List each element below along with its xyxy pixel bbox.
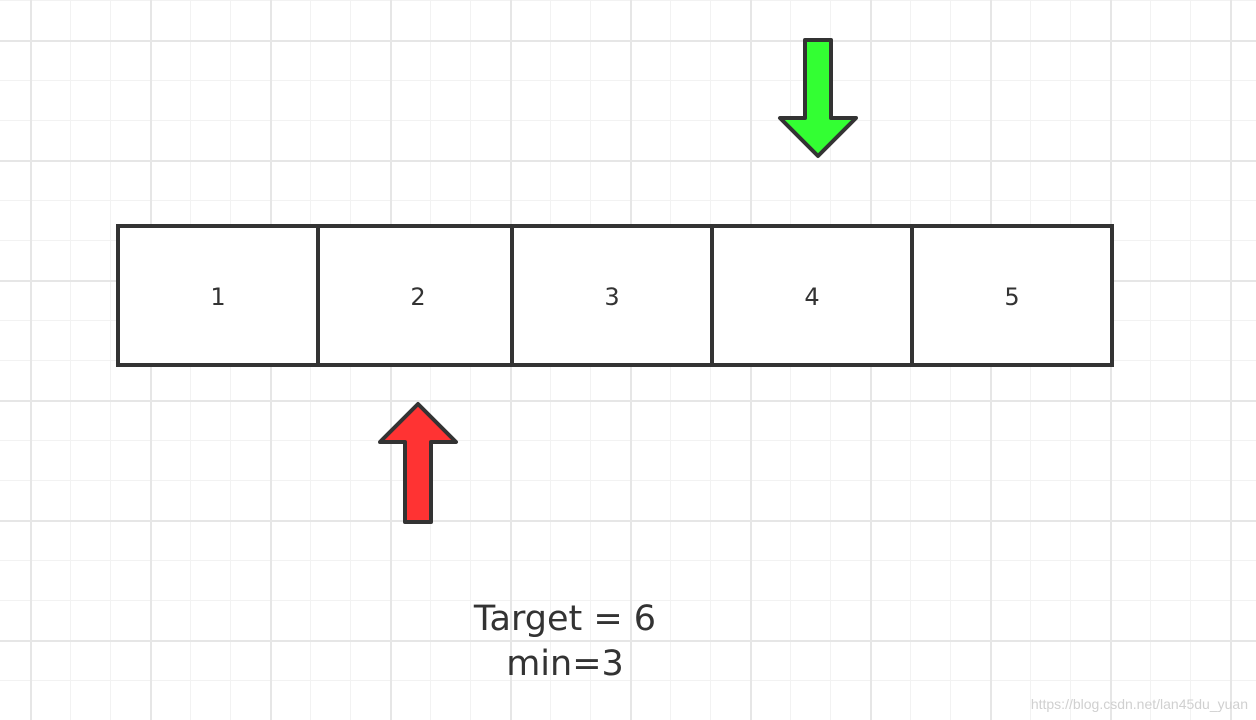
- array-cell: 3: [510, 224, 714, 367]
- array-cell-value: 4: [804, 283, 819, 311]
- array-cell: 5: [910, 224, 1114, 367]
- array-cell-value: 2: [410, 283, 425, 311]
- array-cell: 1: [116, 224, 320, 367]
- up-arrow-icon: [378, 402, 458, 524]
- down-arrow-icon: [778, 38, 858, 158]
- array-cell: 2: [316, 224, 514, 367]
- watermark: https://blog.csdn.net/lan45du_yuan: [1030, 696, 1248, 712]
- target-label: Target = 6: [473, 599, 657, 639]
- array: 1 2 3 4 5: [116, 224, 1114, 367]
- array-cell-value: 1: [210, 283, 225, 311]
- array-cell: 4: [710, 224, 914, 367]
- array-cell-value: 3: [604, 283, 619, 311]
- array-cell-value: 5: [1004, 283, 1019, 311]
- min-label: min=3: [506, 644, 624, 684]
